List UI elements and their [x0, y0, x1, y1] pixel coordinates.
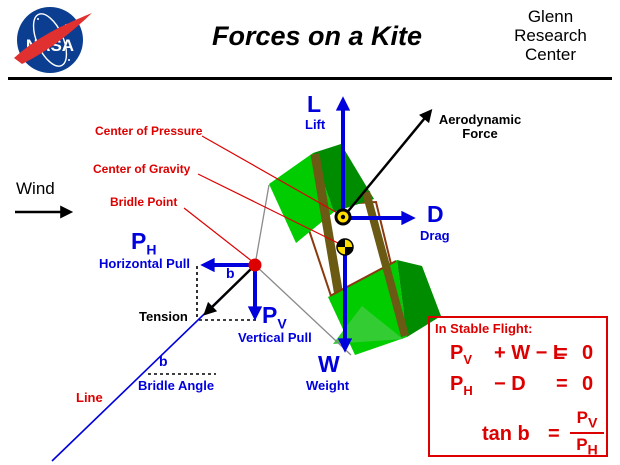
center-of-gravity-label: Center of Gravity [93, 162, 191, 176]
eq3-numerator: PV [570, 408, 604, 435]
header-rule [8, 77, 612, 80]
org-line-2: Research [514, 26, 587, 45]
eq1-p-subscript: V [463, 352, 473, 367]
eq1-zero: 0 [582, 342, 594, 364]
eq1-equals: = [556, 342, 568, 364]
org-line-3: Center [524, 45, 577, 64]
eq2-zero: 0 [582, 373, 594, 395]
eq3-denominator: PH [570, 434, 604, 458]
bridle-line-upper [254, 184, 270, 266]
drag-symbol: D [427, 201, 444, 227]
equation-horizontal-balance: PH − D = 0 [430, 373, 606, 399]
lift-symbol: L [307, 91, 322, 117]
eq3-equals: = [548, 423, 560, 445]
vertical-pull-label: Vertical Pull [238, 330, 312, 345]
drag-label: Drag [420, 228, 450, 243]
eq3-num-p: P [576, 408, 588, 427]
eq2-p-subscript: H [463, 383, 473, 398]
nasa-logo-swoosh [14, 13, 92, 64]
eq1-middle-terms: + W − L [494, 342, 566, 364]
box-kite-illustration [269, 144, 441, 355]
eq2-term: PH [450, 373, 473, 398]
wind-label: Wind [16, 179, 55, 198]
page-title: Forces on a Kite [211, 21, 423, 51]
aerodynamic-force-label-line2: Force [462, 126, 498, 141]
org-line-1: Glenn [527, 7, 574, 26]
line-label: Line [76, 390, 103, 405]
tension-label: Tension [139, 309, 188, 324]
eq3-fraction: PV PH [570, 408, 604, 459]
eq3-den-subscript: H [587, 442, 598, 459]
tension-arrow [203, 267, 253, 316]
vertical-pull-symbol: PV [262, 303, 287, 331]
eq3-tan-b: tan b [482, 423, 530, 445]
center-of-pressure-label: Center of Pressure [95, 124, 203, 138]
center-of-gravity-marker [336, 238, 354, 256]
callout-line-bridle-point [183, 207, 254, 263]
org-name: Glenn Research Center [493, 7, 608, 64]
bridle-line-lower [254, 264, 352, 356]
horizontal-pull-label: Horizontal Pull [99, 256, 190, 271]
aerodynamic-force-label-line1: Aerodynamic [438, 112, 522, 127]
bridle-point-label: Bridle Point [110, 195, 178, 209]
callout-line-center-of-gravity [197, 173, 343, 246]
eq3-den-p: P [576, 435, 588, 455]
aerodynamic-force-label: Aerodynamic Force [430, 113, 530, 141]
equation-box-title: In Stable Flight: [435, 321, 533, 336]
eq3-num-subscript: V [587, 415, 598, 432]
bridle-angle-symbol-upper: b [226, 265, 235, 281]
horizontal-pull-subscript: H [146, 241, 157, 258]
eq2-middle-terms: − D [494, 373, 526, 395]
kite-bottom-cell-shade-triangle [333, 306, 403, 344]
stable-flight-equation-box: In Stable Flight: PV + W − L = 0 PH − D … [428, 316, 608, 459]
center-of-pressure-marker [334, 208, 352, 226]
kite-longeron-left [310, 153, 344, 297]
eq2-p: P [450, 373, 464, 395]
eq2-equals: = [556, 373, 568, 395]
weight-symbol: W [318, 351, 340, 377]
bridle-angle-symbol-lower: b [159, 353, 168, 369]
vertical-pull-letter: P [262, 302, 278, 328]
eq1-p: P [450, 342, 464, 364]
eq1-term: PV [450, 342, 472, 367]
nasa-logo: NASA [14, 7, 92, 73]
vertical-pull-subscript: V [277, 315, 287, 332]
lift-label: Lift [305, 117, 326, 132]
horizontal-pull-symbol: PH [131, 229, 156, 257]
horizontal-pull-letter: P [131, 228, 147, 254]
aerodynamic-force-arrow [344, 108, 433, 216]
weight-label: Weight [306, 378, 350, 393]
bridle-point-marker [248, 258, 262, 272]
bridle-angle-label: Bridle Angle [138, 378, 215, 393]
callout-line-center-of-pressure [201, 135, 342, 216]
equation-vertical-balance: PV + W − L = 0 [430, 342, 606, 368]
